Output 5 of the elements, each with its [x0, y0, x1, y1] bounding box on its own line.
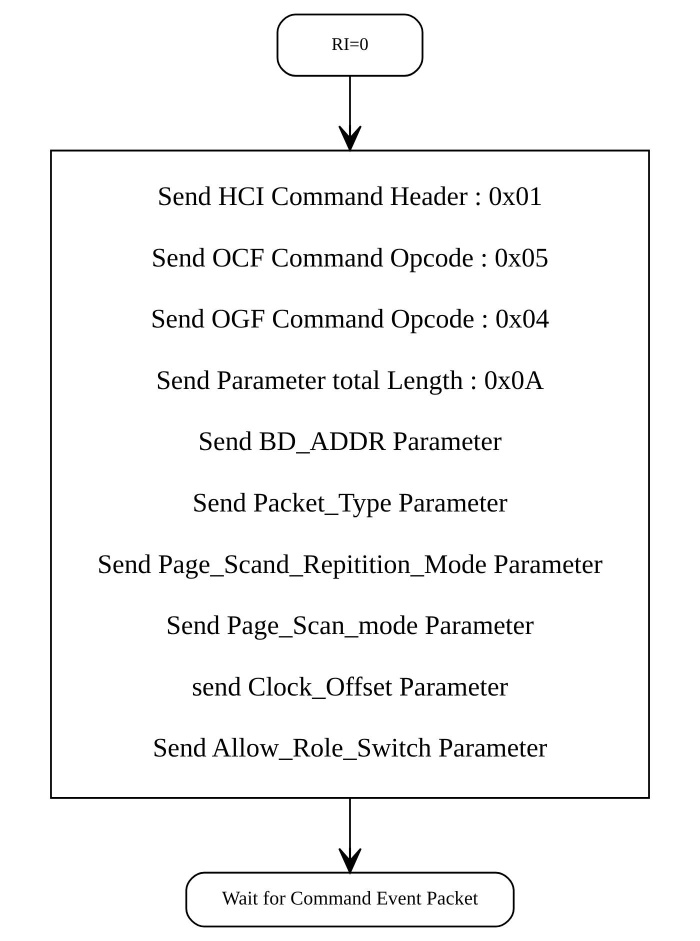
node-box: Send HCI Command Header : 0x01 Send OCF Command Opcode : 0x05 Send OGF Command Opcode : 0x04 Send Parameter total Length : 0x0A Send BD_ADDR Parameter Send Packet_Type Parameter Send Page_Scand_Repitition_Mode Parameter Send Page_Scan_mode Parameter send Clock_Offset Parameter Send Allow_Role_Switch Parameter	[50, 150, 650, 799]
node-box: Wait for Command Event Packet	[185, 872, 515, 928]
arrow	[338, 798, 362, 874]
arrow	[338, 76, 362, 152]
node-box: RI=0	[276, 14, 424, 77]
